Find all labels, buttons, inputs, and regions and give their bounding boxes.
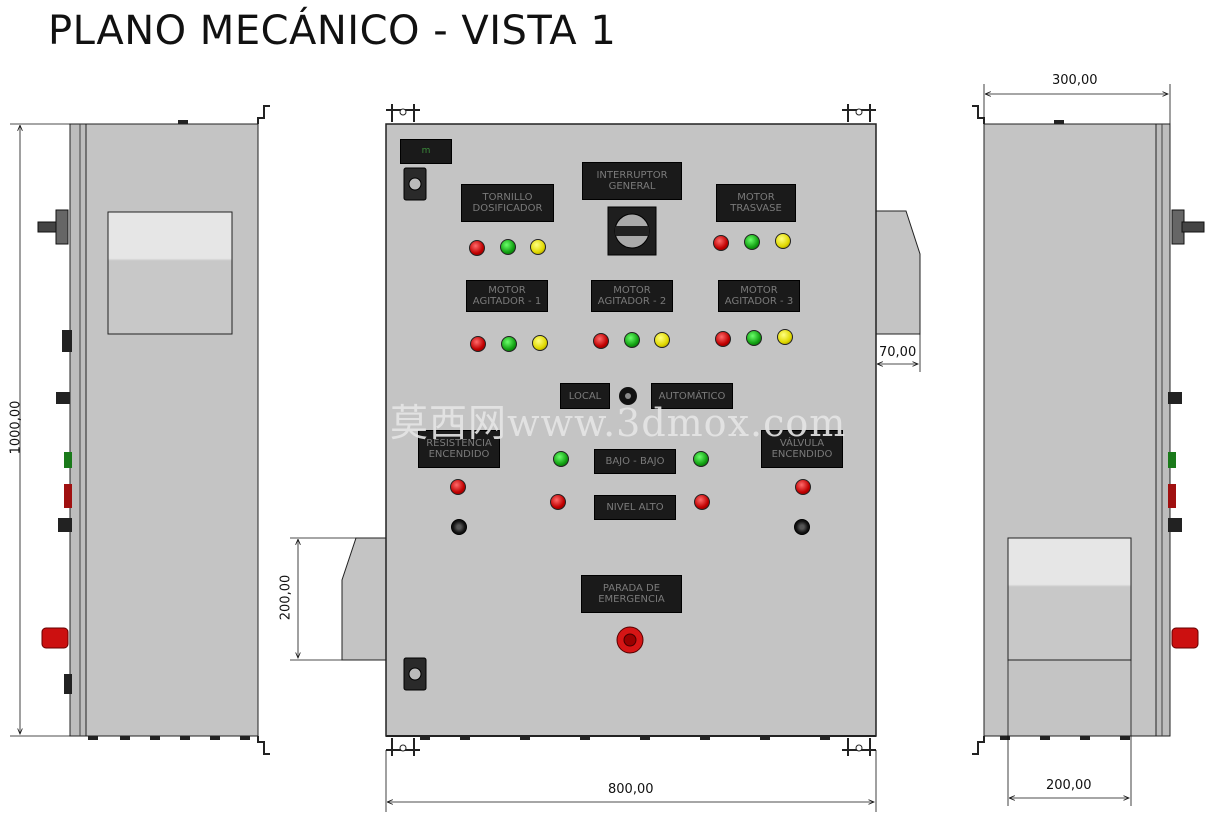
auto-plate: AUTOMÁTICO bbox=[651, 383, 733, 409]
agit1-run-lamp bbox=[501, 336, 517, 352]
right-side-view bbox=[972, 84, 1205, 806]
screw-run-lamp bbox=[500, 239, 516, 255]
resistance-lamp bbox=[450, 479, 466, 495]
transfer-stop-lamp bbox=[713, 235, 729, 251]
agit1-fault-lamp bbox=[532, 335, 548, 351]
width-dimension-label: 800,00 bbox=[608, 782, 654, 797]
agit3-run-lamp bbox=[746, 330, 762, 346]
agit2-run-lamp bbox=[624, 332, 640, 348]
resistance-selector-switch[interactable] bbox=[451, 519, 467, 535]
high-level-plate: NIVEL ALTO bbox=[594, 495, 676, 520]
valve-lamp bbox=[795, 479, 811, 495]
depth-dimension-label: 300,00 bbox=[1052, 73, 1098, 88]
low-low-green-lamp bbox=[553, 451, 569, 467]
transfer-run-lamp bbox=[744, 234, 760, 250]
high-level-red-lamp-right bbox=[694, 494, 710, 510]
transfer-fault-lamp bbox=[775, 233, 791, 249]
low-low-plate: BAJO - BAJO bbox=[594, 449, 676, 474]
offset-dimension-label: 70,00 bbox=[879, 345, 917, 360]
local-plate: LOCAL bbox=[560, 383, 610, 409]
side-block-dimension-label: 200,00 bbox=[1046, 778, 1092, 793]
page-title: PLANO MECÁNICO - VISTA 1 bbox=[48, 8, 617, 54]
logo-plate: m bbox=[400, 139, 452, 164]
lower-block-dimension-label: 200,00 bbox=[278, 574, 294, 621]
agit3-fault-lamp bbox=[777, 329, 793, 345]
agit2-stop-lamp bbox=[593, 333, 609, 349]
agit3-stop-lamp bbox=[715, 331, 731, 347]
left-side-view bbox=[10, 105, 270, 755]
agit2-fault-lamp bbox=[654, 332, 670, 348]
height-dimension-label: 1000,00 bbox=[8, 400, 24, 455]
watermark: 莫西网www.3dmox.com bbox=[390, 401, 847, 445]
high-level-red-lamp bbox=[550, 494, 566, 510]
agit1-stop-lamp bbox=[470, 336, 486, 352]
screw-fault-lamp bbox=[530, 239, 546, 255]
screw-stop-lamp bbox=[469, 240, 485, 256]
low-low-green-lamp-right bbox=[693, 451, 709, 467]
valve-selector-switch[interactable] bbox=[794, 519, 810, 535]
